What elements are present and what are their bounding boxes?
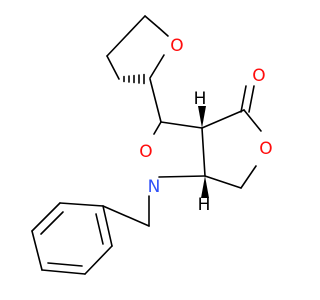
carbonyl-bond-b	[248, 85, 255, 113]
bond-thf-o-c2	[149, 54, 165, 79]
bond-n-to-lower	[158, 175, 206, 178]
molecule-structure: O O N O O H H	[31, 15, 273, 275]
wedge-bond-bottom-h	[201, 176, 209, 198]
bicyclic-core	[153, 109, 262, 189]
bond-thf-ca-cb	[106, 15, 146, 57]
phenyl-bond-2	[31, 202, 61, 232]
atom-h-bottom: H	[198, 195, 211, 215]
tetrahydrofuran-ring	[106, 15, 169, 80]
bond-core-left-to-o	[153, 121, 162, 135]
atom-labels: O O N O O H H	[139, 36, 272, 215]
bond-thf-cb-cc	[144, 15, 160, 29]
phenyl-inner-bond-c	[95, 213, 104, 245]
atom-o-carbonyl: O	[252, 66, 265, 86]
phenyl-bond-1	[59, 202, 104, 207]
bond-to-carbonyl-carbon	[201, 109, 245, 129]
carbonyl-double-bond	[240, 85, 255, 113]
phenyl-bond-3	[31, 230, 43, 271]
carbonyl-bond-a	[240, 85, 247, 113]
bond-thf-cc-o	[158, 27, 169, 37]
bond-lactone-o-to-ch2	[240, 165, 257, 189]
bond-thf-ca-cd	[106, 55, 120, 80]
bond-ch2-to-fusion	[204, 175, 242, 189]
phenyl-bond-6	[102, 205, 113, 247]
benzyl-group	[31, 195, 150, 275]
atom-o-lactone-ring: O	[259, 139, 272, 159]
phenyl-inner-bond-b	[47, 262, 83, 267]
atom-h-top: H	[194, 89, 207, 109]
hashed-bond-thf	[123, 73, 145, 85]
bond-thf-to-core	[149, 78, 162, 123]
atom-o-ring-iso: O	[139, 142, 152, 162]
phenyl-inner-bond-a	[40, 211, 64, 235]
phenyl-bond-4	[41, 269, 86, 275]
wedge-bond-top-h	[198, 106, 206, 128]
atom-o-thf: O	[170, 36, 183, 56]
bond-ring-fusion	[201, 127, 206, 177]
bond-core-top	[160, 121, 203, 129]
bond-co-single-upper	[243, 109, 262, 132]
phenyl-bond-5	[84, 245, 113, 275]
atom-n-iso: N	[148, 177, 161, 197]
bond-ch2-to-ring	[102, 205, 150, 227]
